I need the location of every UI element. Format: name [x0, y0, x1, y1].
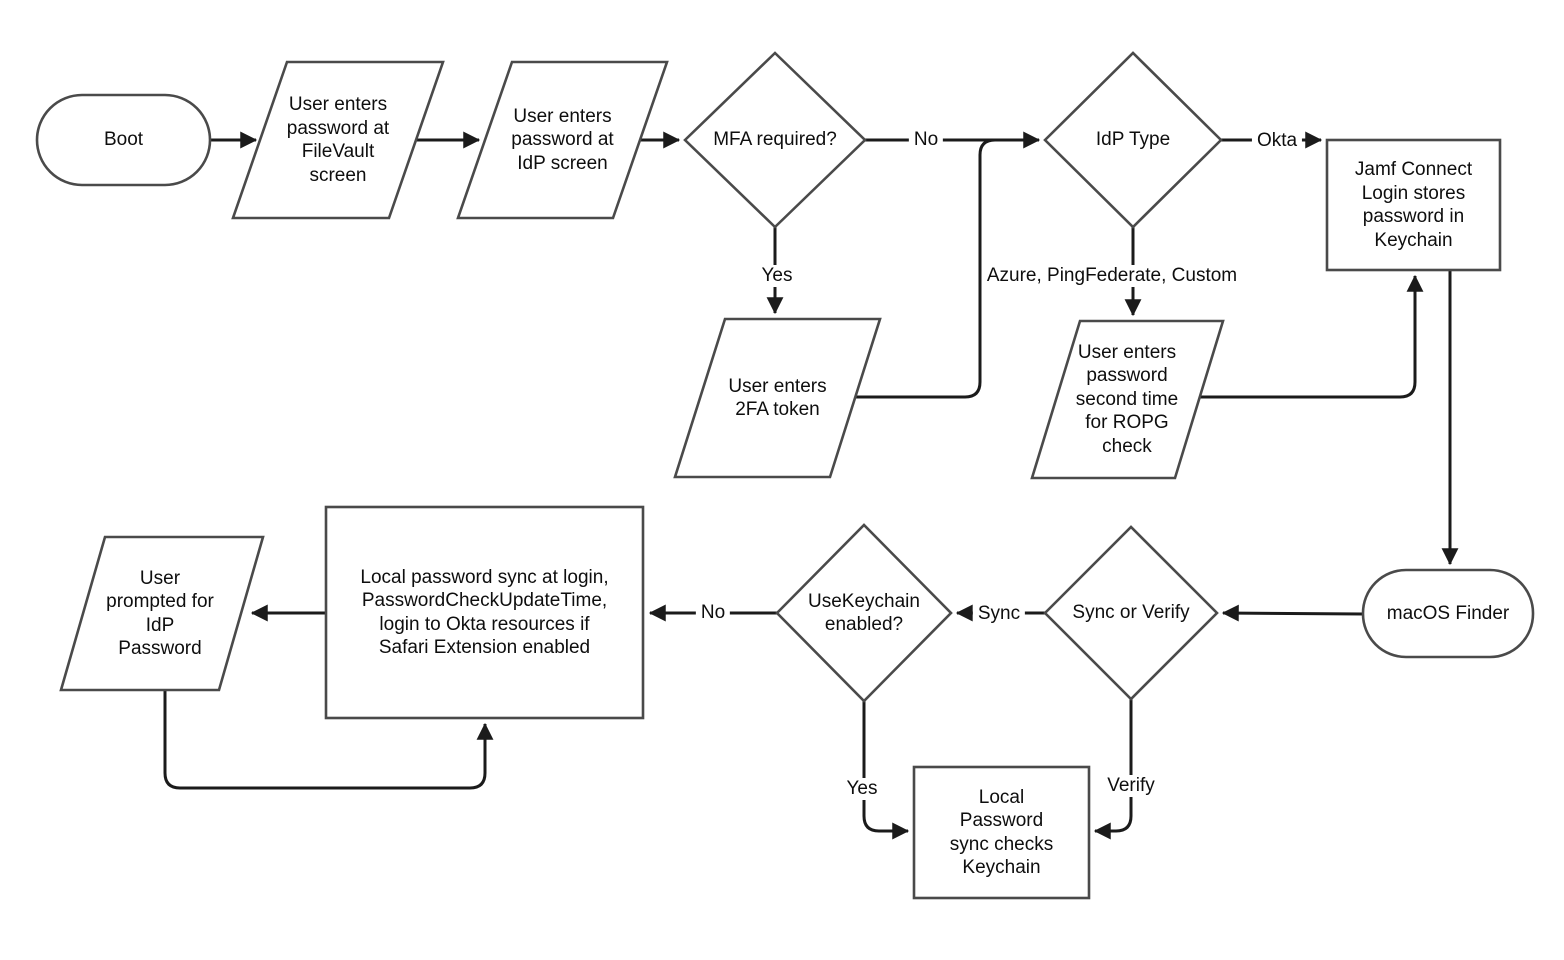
edge-sync-or-verify-verify-password-sync	[1093, 699, 1133, 840]
node-usekeychain-shape	[775, 523, 953, 703]
node-idp-password-prompt-shape	[59, 535, 265, 692]
node-idp-type-shape	[1043, 51, 1223, 229]
node-2fa-token-shape	[673, 317, 882, 479]
node-password-sync-keychain-shape	[912, 765, 1091, 900]
node-idp-screen-shape	[456, 60, 669, 220]
node-mfa-required-shape	[683, 51, 867, 229]
node-jamf-keychain-shape	[1325, 138, 1502, 272]
edge-finder-sync-or-verify	[1221, 604, 1364, 622]
node-sync-or-verify-shape	[1043, 525, 1219, 701]
edge-2fa-merge-idp-type	[855, 138, 996, 399]
node-macos-finder-shape	[1361, 568, 1535, 659]
edge-idp-password-loop-local-sync	[163, 690, 494, 790]
node-ropg-check-shape	[1030, 319, 1225, 480]
node-filevault-shape	[231, 60, 445, 220]
edge-usekeychain-yes-password-sync	[862, 701, 910, 840]
node-boot-shape	[35, 93, 212, 187]
edge-ropg-jamf	[1200, 274, 1424, 399]
node-local-sync-box-shape	[324, 505, 645, 720]
